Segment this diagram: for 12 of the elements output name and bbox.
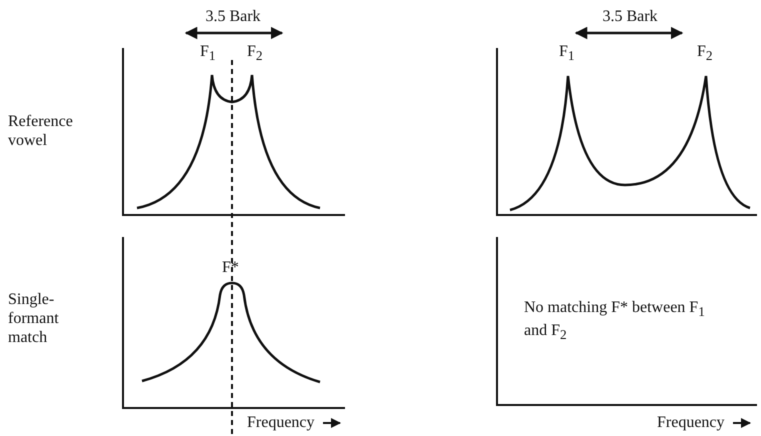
- axis-label: Frequency: [657, 413, 725, 432]
- row-label: Reference vowel: [8, 112, 74, 150]
- axis-label: Frequency: [247, 413, 315, 432]
- formant-label: F$_{1}$: [559, 42, 575, 66]
- formant-label: F$_{2}$: [697, 42, 713, 66]
- formant-label: F$_{2}$: [247, 42, 263, 66]
- dimension-label: 3.5 Bark: [601, 7, 659, 26]
- formant-label: F*: [222, 258, 239, 277]
- formant-label: F$_{1}$: [200, 42, 216, 66]
- note-text: No matching F* between F$_{1}$ and F$_{2}$: [524, 298, 706, 344]
- row-label: Single-formant match: [8, 290, 60, 347]
- dimension-label: 3.5 Bark: [204, 7, 262, 26]
